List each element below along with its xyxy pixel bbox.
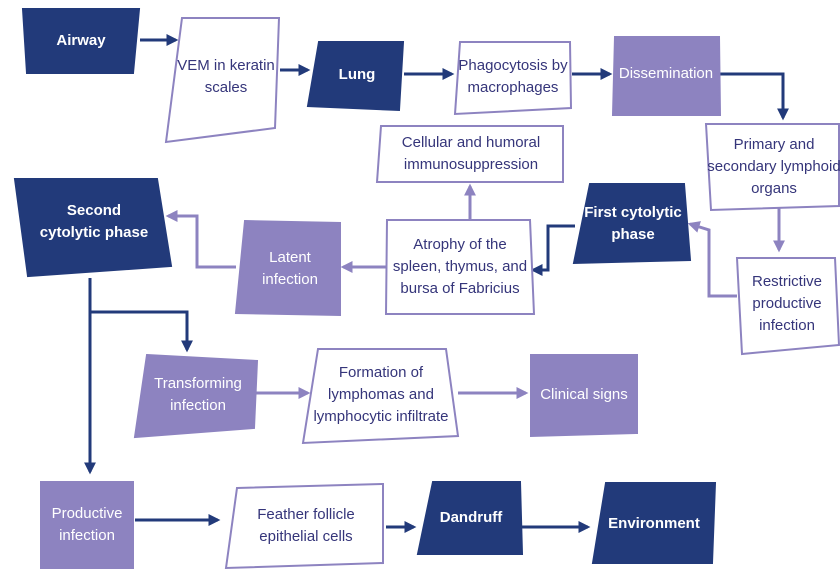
node-dissemination-line-1: Dissemination [618, 65, 714, 83]
node-immunosuppression-line-2: immunosuppression [403, 156, 539, 173]
node-productive-label: Productive infection [42, 486, 132, 564]
node-transforming-label: Transforming infection [142, 362, 254, 428]
node-airway-shape [21, 8, 141, 74]
node-environment-shape [591, 482, 717, 564]
edges [84, 34, 789, 533]
node-lymphomas-shape [301, 348, 460, 445]
node-second-line-2: cytolytic phase [39, 224, 149, 241]
node-atrophy-line-3: bursa of Fabricius [400, 279, 520, 297]
node-second-label: Second cytolytic phase [22, 184, 166, 260]
node-airway-label: Airway [27, 12, 135, 70]
node-transforming-line-1: Transforming [154, 375, 242, 393]
edge-latent-second [165, 210, 236, 269]
node-lymphomas-label: Formation of lymphomas and lymphocytic i… [308, 352, 454, 438]
node-feather-shape [224, 482, 384, 570]
edge-dissemination-lymphoid [720, 72, 789, 121]
node-clinical-label: Clinical signs [532, 360, 636, 430]
node-latent-line-2: infection [262, 271, 318, 288]
node-first-line-1: First cytolytic [584, 204, 682, 222]
node-dandruff-line-1: Dandruff [439, 509, 503, 527]
node-immunosuppression-line-1: Cellular and humoral [401, 134, 541, 152]
node-dandruff-shape [416, 481, 524, 555]
node-phagocytosis-shape [453, 41, 573, 116]
node-dissemination-shape [611, 36, 722, 116]
node-dandruff-label: Dandruff [422, 486, 520, 550]
node-restrictive-line-3: infection [759, 316, 815, 334]
node-lung-label: Lung [310, 44, 404, 106]
node-feather-line-1: Feather follicle [257, 506, 355, 524]
node-latent-label: Latent infection [240, 226, 340, 312]
node-feather-line-2: epithelial cells [259, 528, 353, 545]
node-productive-line-2: infection [59, 527, 115, 544]
node-clinical-line-1: Clinical signs [540, 386, 628, 404]
node-lymphoid-label: Primary and secondary lymphoid organs [707, 126, 840, 208]
node-phagocytosis-label: Phagocytosis by macrophages [455, 46, 571, 108]
node-second-line-1: Second [66, 202, 122, 220]
node-latent-line-1: Latent [269, 249, 311, 267]
edge-first-atrophy [530, 224, 575, 276]
node-lymphoid-shape [704, 123, 840, 212]
node-shapes [13, 8, 840, 570]
node-clinical-shape [530, 354, 638, 438]
node-latent-shape [234, 219, 341, 317]
node-first-label: First cytolytic phase [578, 190, 688, 258]
node-lymphoid-line-3: organs [751, 179, 797, 197]
node-transforming-shape [133, 353, 259, 439]
node-phagocytosis-line-1: Phagocytosis by [458, 57, 568, 75]
node-phagocytosis-line-2: macrophages [467, 79, 559, 96]
node-lung-line-1: Lung [338, 66, 376, 84]
node-second-shape [13, 178, 173, 278]
node-atrophy-line-1: Atrophy of the [413, 236, 507, 254]
node-lymphomas-line-2: lymphomas and [328, 386, 434, 404]
node-lymphomas-line-1: Formation of [338, 364, 424, 382]
node-vem-label: VEM in keratin scales [172, 40, 280, 114]
node-atrophy-line-2: spleen, thymus, and [392, 258, 528, 276]
node-restrictive-label: Restrictive productive infection [738, 260, 836, 348]
node-environment-label: Environment [596, 488, 712, 560]
node-productive-line-1: Productive [51, 505, 123, 523]
node-vem-shape [164, 17, 281, 144]
node-dissemination-label: Dissemination [613, 44, 719, 104]
node-airway-line-1: Airway [56, 32, 106, 50]
node-vem-line-1: VEM in keratin [177, 57, 275, 75]
node-transforming-line-2: infection [170, 397, 226, 414]
node-environment-line-1: Environment [608, 515, 700, 533]
edge-restrictive-first [687, 221, 737, 298]
node-lymphoid-line-2: secondary lymphoid [707, 158, 840, 176]
node-restrictive-line-2: productive [752, 295, 822, 313]
node-atrophy-shape [384, 219, 536, 315]
node-vem-line-2: scales [204, 79, 248, 96]
node-first-shape [572, 183, 692, 265]
node-immunosuppression-shape [375, 125, 564, 183]
node-immunosuppression-label: Cellular and humoral immunosuppression [380, 128, 562, 180]
node-restrictive-shape [735, 257, 840, 356]
node-atrophy-label: Atrophy of the spleen, thymus, and bursa… [388, 222, 532, 312]
node-lymphomas-line-3: lymphocytic infiltrate [313, 407, 449, 425]
node-lymphoid-line-1: Primary and [733, 136, 815, 154]
node-productive-shape [40, 481, 134, 569]
node-feather-label: Feather follicle epithelial cells [230, 490, 382, 562]
node-first-line-2: phase [611, 226, 655, 243]
node-lung-shape [306, 41, 405, 112]
edge-second-transforming [90, 310, 193, 353]
node-restrictive-line-1: Restrictive [751, 273, 822, 291]
